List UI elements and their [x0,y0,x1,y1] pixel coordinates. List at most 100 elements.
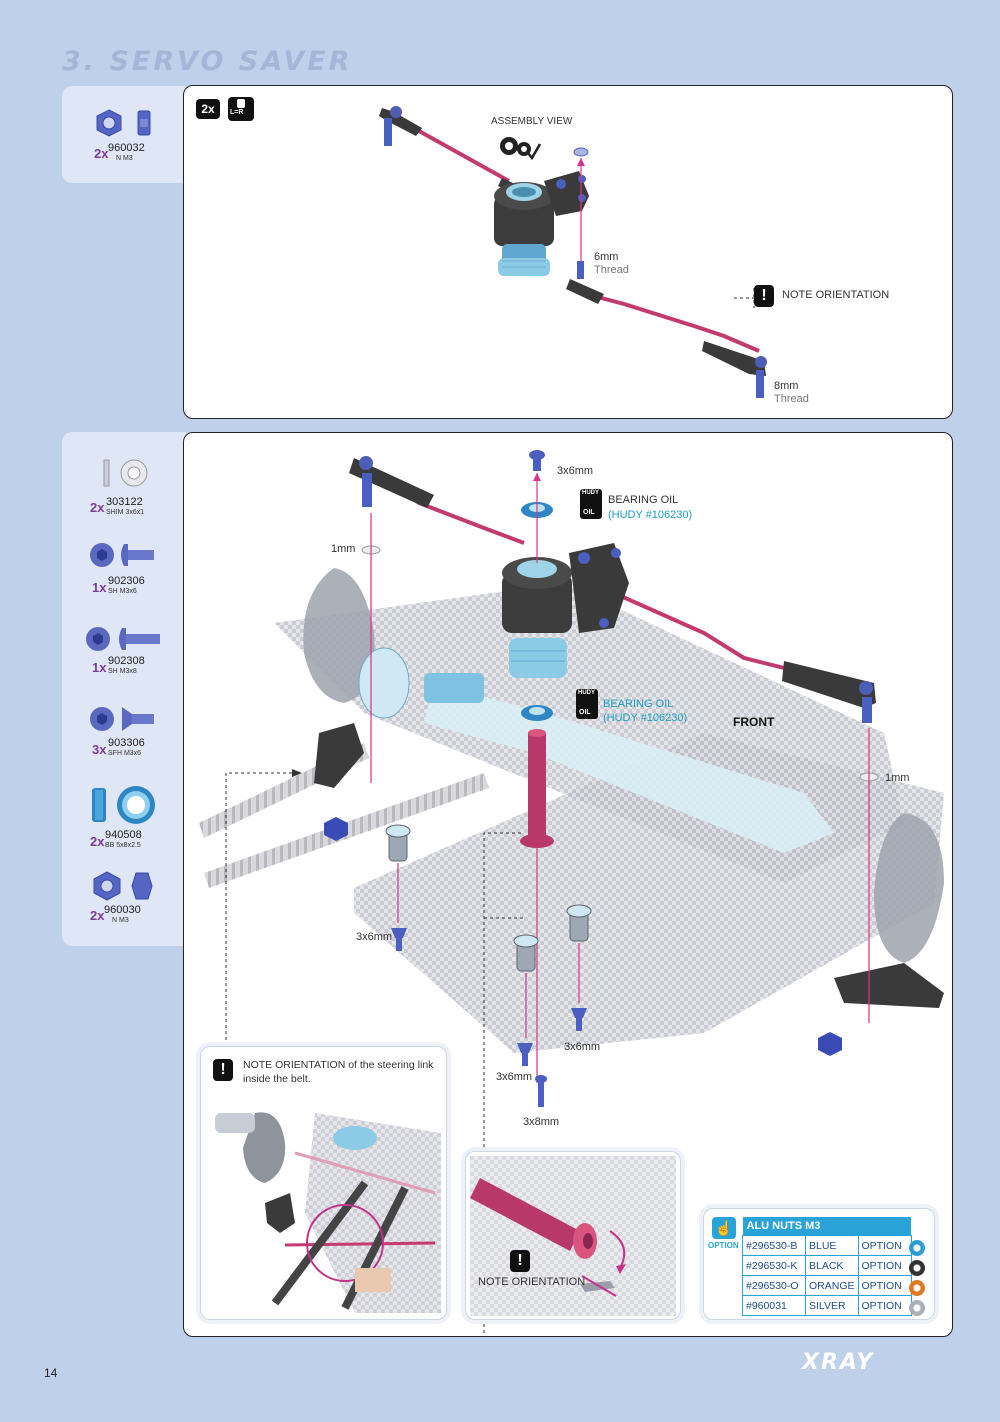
note-orientation-label: NOTE ORIENTATION [782,289,890,301]
part-item: 2x 960030 N M3 [62,866,186,946]
belt-note-rest: of the steering link [345,1059,434,1071]
screw-left-label: 3x6mm [356,931,393,943]
hex-nut-icon [96,109,151,137]
screw-bottom-a-label: 3x6mm [496,1071,533,1083]
option-color: ORANGE [805,1275,859,1296]
part-desc: BB 5x8x2.5 [105,842,141,849]
belt-note-line2: inside the belt. [243,1073,311,1085]
shim-right-label: 1mm [885,772,910,784]
warning-icon: ! [213,1059,233,1081]
step1-parts-column: 2x 960032 N M3 [62,86,186,183]
hudy-brand-text: HUDY [578,690,596,696]
table-row: #296530-O ORANGE OPTION [742,1275,912,1296]
belt-note-bold: NOTE ORIENTATION [243,1059,346,1071]
warning-icon: ! [510,1250,530,1272]
option-table-title: ALU NUTS M3 [742,1217,912,1236]
part-number: 903306 [108,737,145,749]
part-qty: 3x [92,742,107,757]
option-code: #296530-K [742,1255,806,1276]
part-qty: 2x [94,146,109,161]
option-code: #296530-O [742,1275,806,1296]
screw-top-label: 3x6mm [557,465,594,477]
quantity-badge: 2x [196,99,220,119]
warning-icon: ! [754,285,774,307]
table-row: #960031 SILVER OPTION [742,1295,912,1316]
hudy-oil-icon: HUDY OIL [576,689,598,719]
option-color: BLACK [805,1255,859,1276]
option-panel: ☝ OPTION ALU NUTS M3 #296530-B BLUE OPTI… [703,1208,935,1320]
bracket-icon [237,99,245,108]
part-qty: 1x [92,580,107,595]
part-number: 960030 [104,904,141,916]
thumbs-up-option-icon: ☝ [712,1217,736,1239]
part-desc: N M3 [116,155,133,162]
servo-saver-assembly-illustration [379,106,767,398]
screw-mid-label: 3x6mm [564,1041,601,1053]
part-number: 940508 [105,829,142,841]
belt-note-line1: NOTE ORIENTATION of the steering link [243,1059,433,1071]
part-qty: 1x [92,660,107,675]
nut-swatch-icon [909,1260,925,1276]
hex-nut-icon [93,871,153,901]
part-item: 2x 940508 BB 5x8x2.5 [62,778,186,866]
option-color: BLUE [805,1235,859,1256]
part-desc: SH M3x6 [108,588,137,595]
post-detail-illustration [470,1156,676,1316]
assembly-view-label: ASSEMBLY VIEW [491,116,573,127]
oil-word-text: OIL [579,709,591,716]
left-right-badge: L=R [228,97,254,121]
screw-bottom-b-label: 3x8mm [523,1116,560,1128]
part-number: 902306 [108,575,145,587]
page-number: 14 [44,1366,58,1380]
shim-icon [103,459,148,487]
assembly-view-gears-icon [500,137,542,161]
belt-note-panel: ! NOTE ORIENTATION of the steering link … [200,1046,447,1320]
part-item: 3x 903306 SFH M3x6 [62,694,186,774]
left-right-label: L=R [230,109,244,116]
hudy-oil-number: (HUDY #106230) [603,712,688,724]
button-screw-icon [86,627,160,651]
option-tag: OPTION [857,1295,912,1316]
step2-parts-column: 2x 303122 SHIM 3x6x1 1x 902306 SH M3x6 1… [62,432,186,946]
flat-screw-icon [90,707,154,731]
table-row: #296530-B BLUE OPTION [742,1235,912,1256]
lower-steering-link [566,279,767,398]
part-item: 2x 303122 SHIM 3x6x1 [62,432,186,522]
part-qty: 2x [90,834,105,849]
hudy-brand-text: HUDY [582,490,600,496]
part-number: 303122 [106,496,143,508]
hudy-oil-icon: HUDY OIL [580,489,602,519]
bearing-oil-label: BEARING OIL [608,494,679,506]
step2-panel: HUDY OIL HUDY OIL 3x6mm BEARING OIL (HUD… [183,432,953,1337]
belt-detail-illustration [215,1112,441,1313]
part-desc: SHIM 3x6x1 [106,509,145,516]
option-tag: OPTION [857,1235,912,1256]
part-item: 1x 902306 SH M3x6 [62,532,186,612]
servo-saver-body [494,171,589,276]
thread-6mm-label: 6mm [594,251,619,263]
option-tag: OPTION [857,1275,912,1296]
step1-panel: 2x L=R [183,85,953,419]
part-desc: SFH M3x6 [108,750,142,757]
thread-8mm-label: 8mm [774,380,799,392]
option-color: SILVER [805,1295,859,1316]
thread-8mm-word: Thread [774,393,809,405]
part-number: 960032 [108,142,145,154]
page-title: 3. SERVO SAVER [62,46,353,77]
nut-swatch-icon [909,1240,925,1256]
part-qty: 2x [90,500,105,515]
chassis-assembly-illustration [199,450,944,1336]
oil-word-text: OIL [583,509,595,516]
post-note-panel: ! NOTE ORIENTATION [465,1151,681,1320]
shim-left-label: 1mm [331,543,356,555]
thread-6mm-word: Thread [594,264,629,276]
option-tag: OPTION [857,1255,912,1276]
nut-swatch-icon [909,1300,925,1316]
nut-swatch-icon [909,1280,925,1296]
part-item: 2x 960032 N M3 [62,86,186,183]
post-note-label: NOTE ORIENTATION [478,1276,586,1288]
option-badge: OPTION [708,1241,739,1250]
part-item: 1x 902308 SH M3x8 [62,612,186,692]
part-desc: SH M3x8 [108,668,137,675]
part-desc: N M3 [112,917,129,924]
